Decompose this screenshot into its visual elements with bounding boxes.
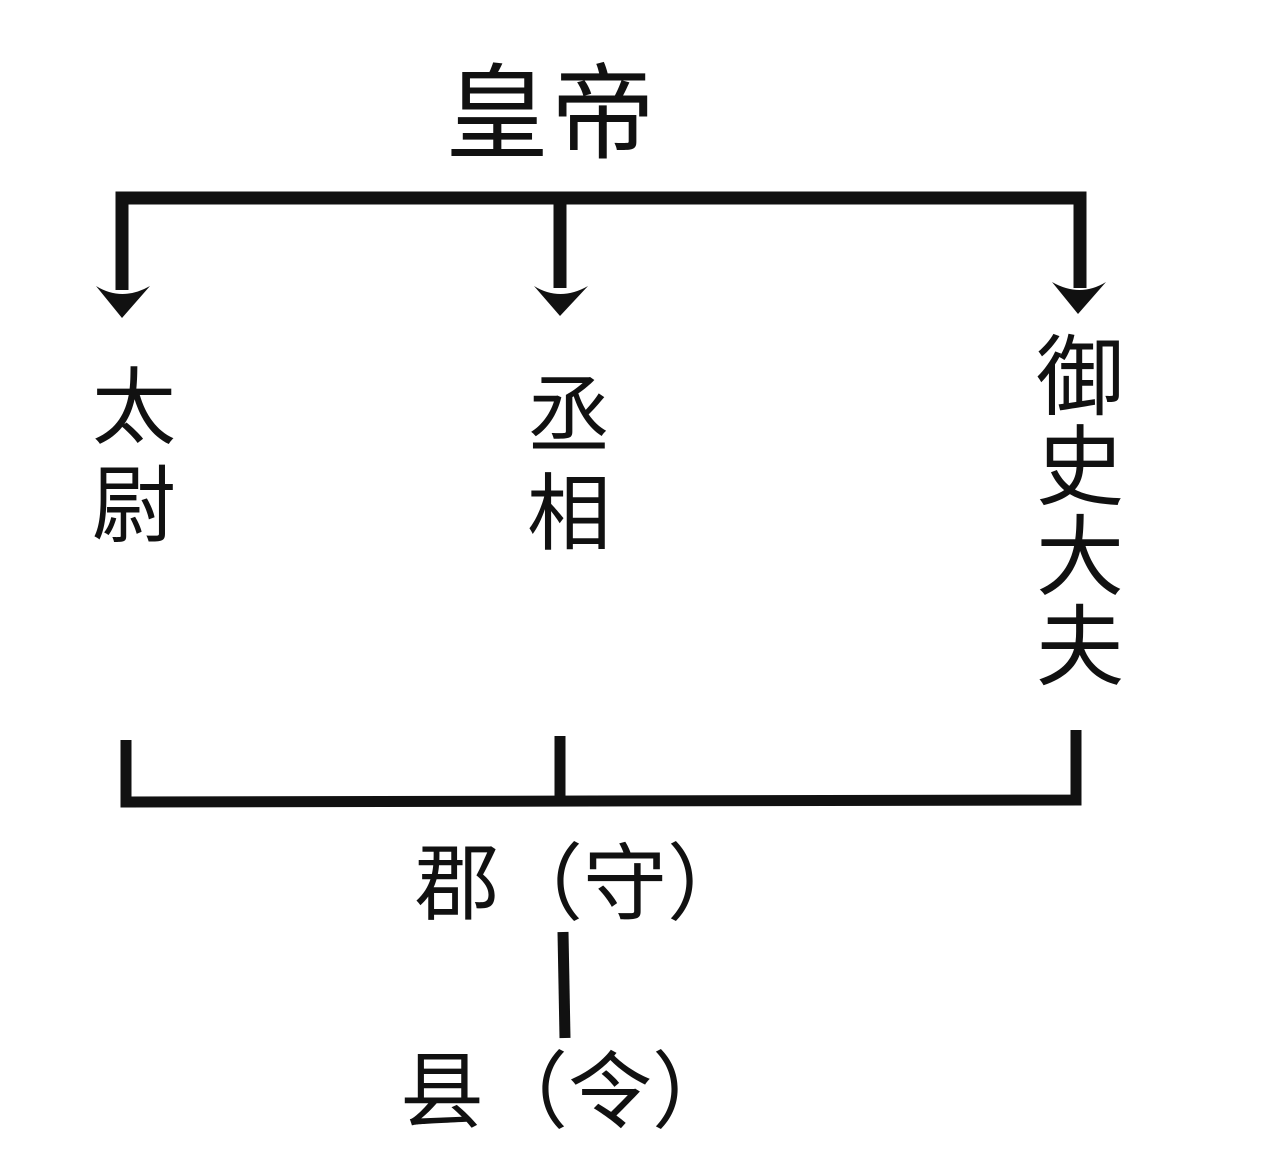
vertical-label-char: 大 <box>1036 506 1125 609</box>
arrow-to-yushidafu-icon <box>1052 282 1106 314</box>
vertical-label-char: 史 <box>1036 416 1125 519</box>
node-emperor: 皇帝 <box>445 53 658 175</box>
node-xian: 县（令） <box>400 1043 737 1141</box>
arrow-to-taiwei-icon <box>96 286 150 318</box>
arrow-to-chengxiang-icon <box>534 286 588 316</box>
vertical-label-char: 夫 <box>1036 596 1125 699</box>
emperor-branch-bar <box>115 191 1087 290</box>
node-chengxiang: 丞相 <box>527 374 611 556</box>
node-jun: 郡（守） <box>415 835 752 933</box>
vertical-label-char: 相 <box>527 465 612 563</box>
offices-to-jun-bracket <box>120 730 1082 808</box>
node-yushidafu: 御史大夫 <box>1036 334 1124 692</box>
vertical-label-char: 丞 <box>527 367 612 465</box>
vertical-label-char: 御 <box>1036 326 1125 429</box>
vertical-label-char: 太 <box>92 359 177 457</box>
node-taiwei: 太尉 <box>92 366 176 548</box>
vertical-label-char: 尉 <box>92 457 177 555</box>
jun-to-xian-line <box>557 931 571 1039</box>
